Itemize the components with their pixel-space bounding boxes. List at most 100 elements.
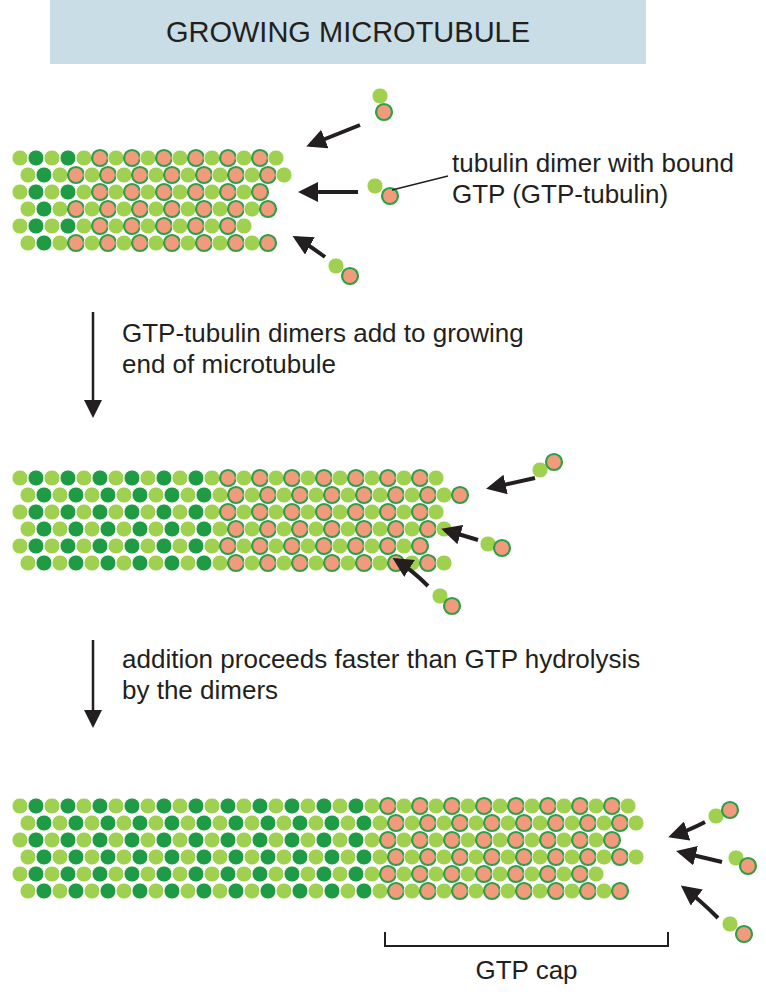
tubulin-subunit [148,815,164,831]
tubulin-subunit [220,218,236,234]
tubulin-subunit [348,832,364,848]
tubulin-subunit [148,487,164,503]
tubulin-subunit [100,849,116,865]
tubulin-subunit [132,487,148,503]
tubulin-subunit [380,504,396,520]
tubulin-subunit [68,201,84,217]
tubulin-subunit [548,815,564,831]
tubulin-subunit [372,555,388,571]
tubulin-subunit [396,798,412,814]
tubulin-subunit [44,184,60,200]
tubulin-subunit [460,866,476,882]
tubulin-subunit [324,555,340,571]
tubulin-subunit [124,866,140,882]
tubulin-subunit [36,521,52,537]
tubulin-subunit [132,849,148,865]
tubulin-subunit [148,235,164,251]
tubulin-subunit [380,832,396,848]
tubulin-subunit [252,470,268,486]
tubulin-subunit [244,815,260,831]
tubulin-subunit [740,858,756,874]
tubulin-subunit [348,470,364,486]
tubulin-subunit [84,235,100,251]
tubulin-subunit [316,866,332,882]
tubulin-subunit [212,815,228,831]
tubulin-subunit [172,184,188,200]
tubulin-subunit [412,470,428,486]
tubulin-subunit [44,832,60,848]
tubulin-subunit [292,849,308,865]
tubulin-subunit [388,815,404,831]
tubulin-subunit [92,538,108,554]
tubulin-subunit [44,504,60,520]
tubulin-subunit [372,88,388,104]
tubulin-subunit [156,218,172,234]
tubulin-subunit [516,849,532,865]
tubulin-subunit [444,832,460,848]
tubulin-subunit [260,201,276,217]
tubulin-subunit [604,798,620,814]
tubulin-subunit [236,866,252,882]
tubulin-subunit [52,487,68,503]
tubulin-subunit [100,521,116,537]
tubulin-subunit [180,167,196,183]
tubulin-subunit [140,832,156,848]
tubulin-subunit [244,555,260,571]
tubulin-subunit [316,504,332,520]
tubulin-subunit [356,815,372,831]
tubulin-subunit [236,504,252,520]
tubulin-subunit [476,798,492,814]
tubulin-subunit [156,504,172,520]
tubulin-subunit [460,798,476,814]
tubulin-subunit [156,866,172,882]
tubulin-subunit [164,555,180,571]
tubulin-subunit [12,470,28,486]
tubulin-subunit [342,268,358,284]
tubulin-subunit [292,521,308,537]
tubulin-subunit [532,849,548,865]
tubulin-subunit [376,104,392,120]
tubulin-subunit [324,521,340,537]
tubulin-subunit [28,184,44,200]
tubulin-subunit [140,538,156,554]
tubulin-subunit [180,815,196,831]
tubulin-subunit [124,538,140,554]
tubulin-subunit [588,832,604,848]
tubulin-subunit [546,454,562,470]
tubulin-subunit [460,832,476,848]
tubulin-subunit [20,883,36,899]
tubulin-subunit [500,849,516,865]
tubulin-subunit [316,798,332,814]
tubulin-subunit [236,470,252,486]
tubulin-subunit [308,883,324,899]
tubulin-subunit [300,832,316,848]
tubulin-subunit [180,521,196,537]
tubulin-subunit [244,487,260,503]
tubulin-subunit [348,798,364,814]
tubulin-subunit [84,883,100,899]
tubulin-subunit [116,815,132,831]
tubulin-subunit [132,167,148,183]
tubulin-subunit [108,218,124,234]
tubulin-subunit [556,832,572,848]
tubulin-subunit [244,201,260,217]
tubulin-subunit [572,866,588,882]
tubulin-subunit [12,504,28,520]
tubulin-subunit [44,150,60,166]
tubulin-subunit [172,832,188,848]
tubulin-subunit [436,555,452,571]
tubulin-subunit [220,832,236,848]
tubulin-subunit [300,470,316,486]
tubulin-subunit [572,832,588,848]
tubulin-subunit [292,487,308,503]
tubulin-subunit [124,504,140,520]
tubulin-subunit [108,832,124,848]
tubulin-subunit [148,555,164,571]
tubulin-subunit [220,470,236,486]
tubulin-subunit [356,849,372,865]
step-label: GTP-tubulin dimers add to growing end of… [122,318,562,380]
tubulin-subunit [92,504,108,520]
tubulin-subunit [252,832,268,848]
tubulin-subunit [236,538,252,554]
tubulin-subunit [28,798,44,814]
